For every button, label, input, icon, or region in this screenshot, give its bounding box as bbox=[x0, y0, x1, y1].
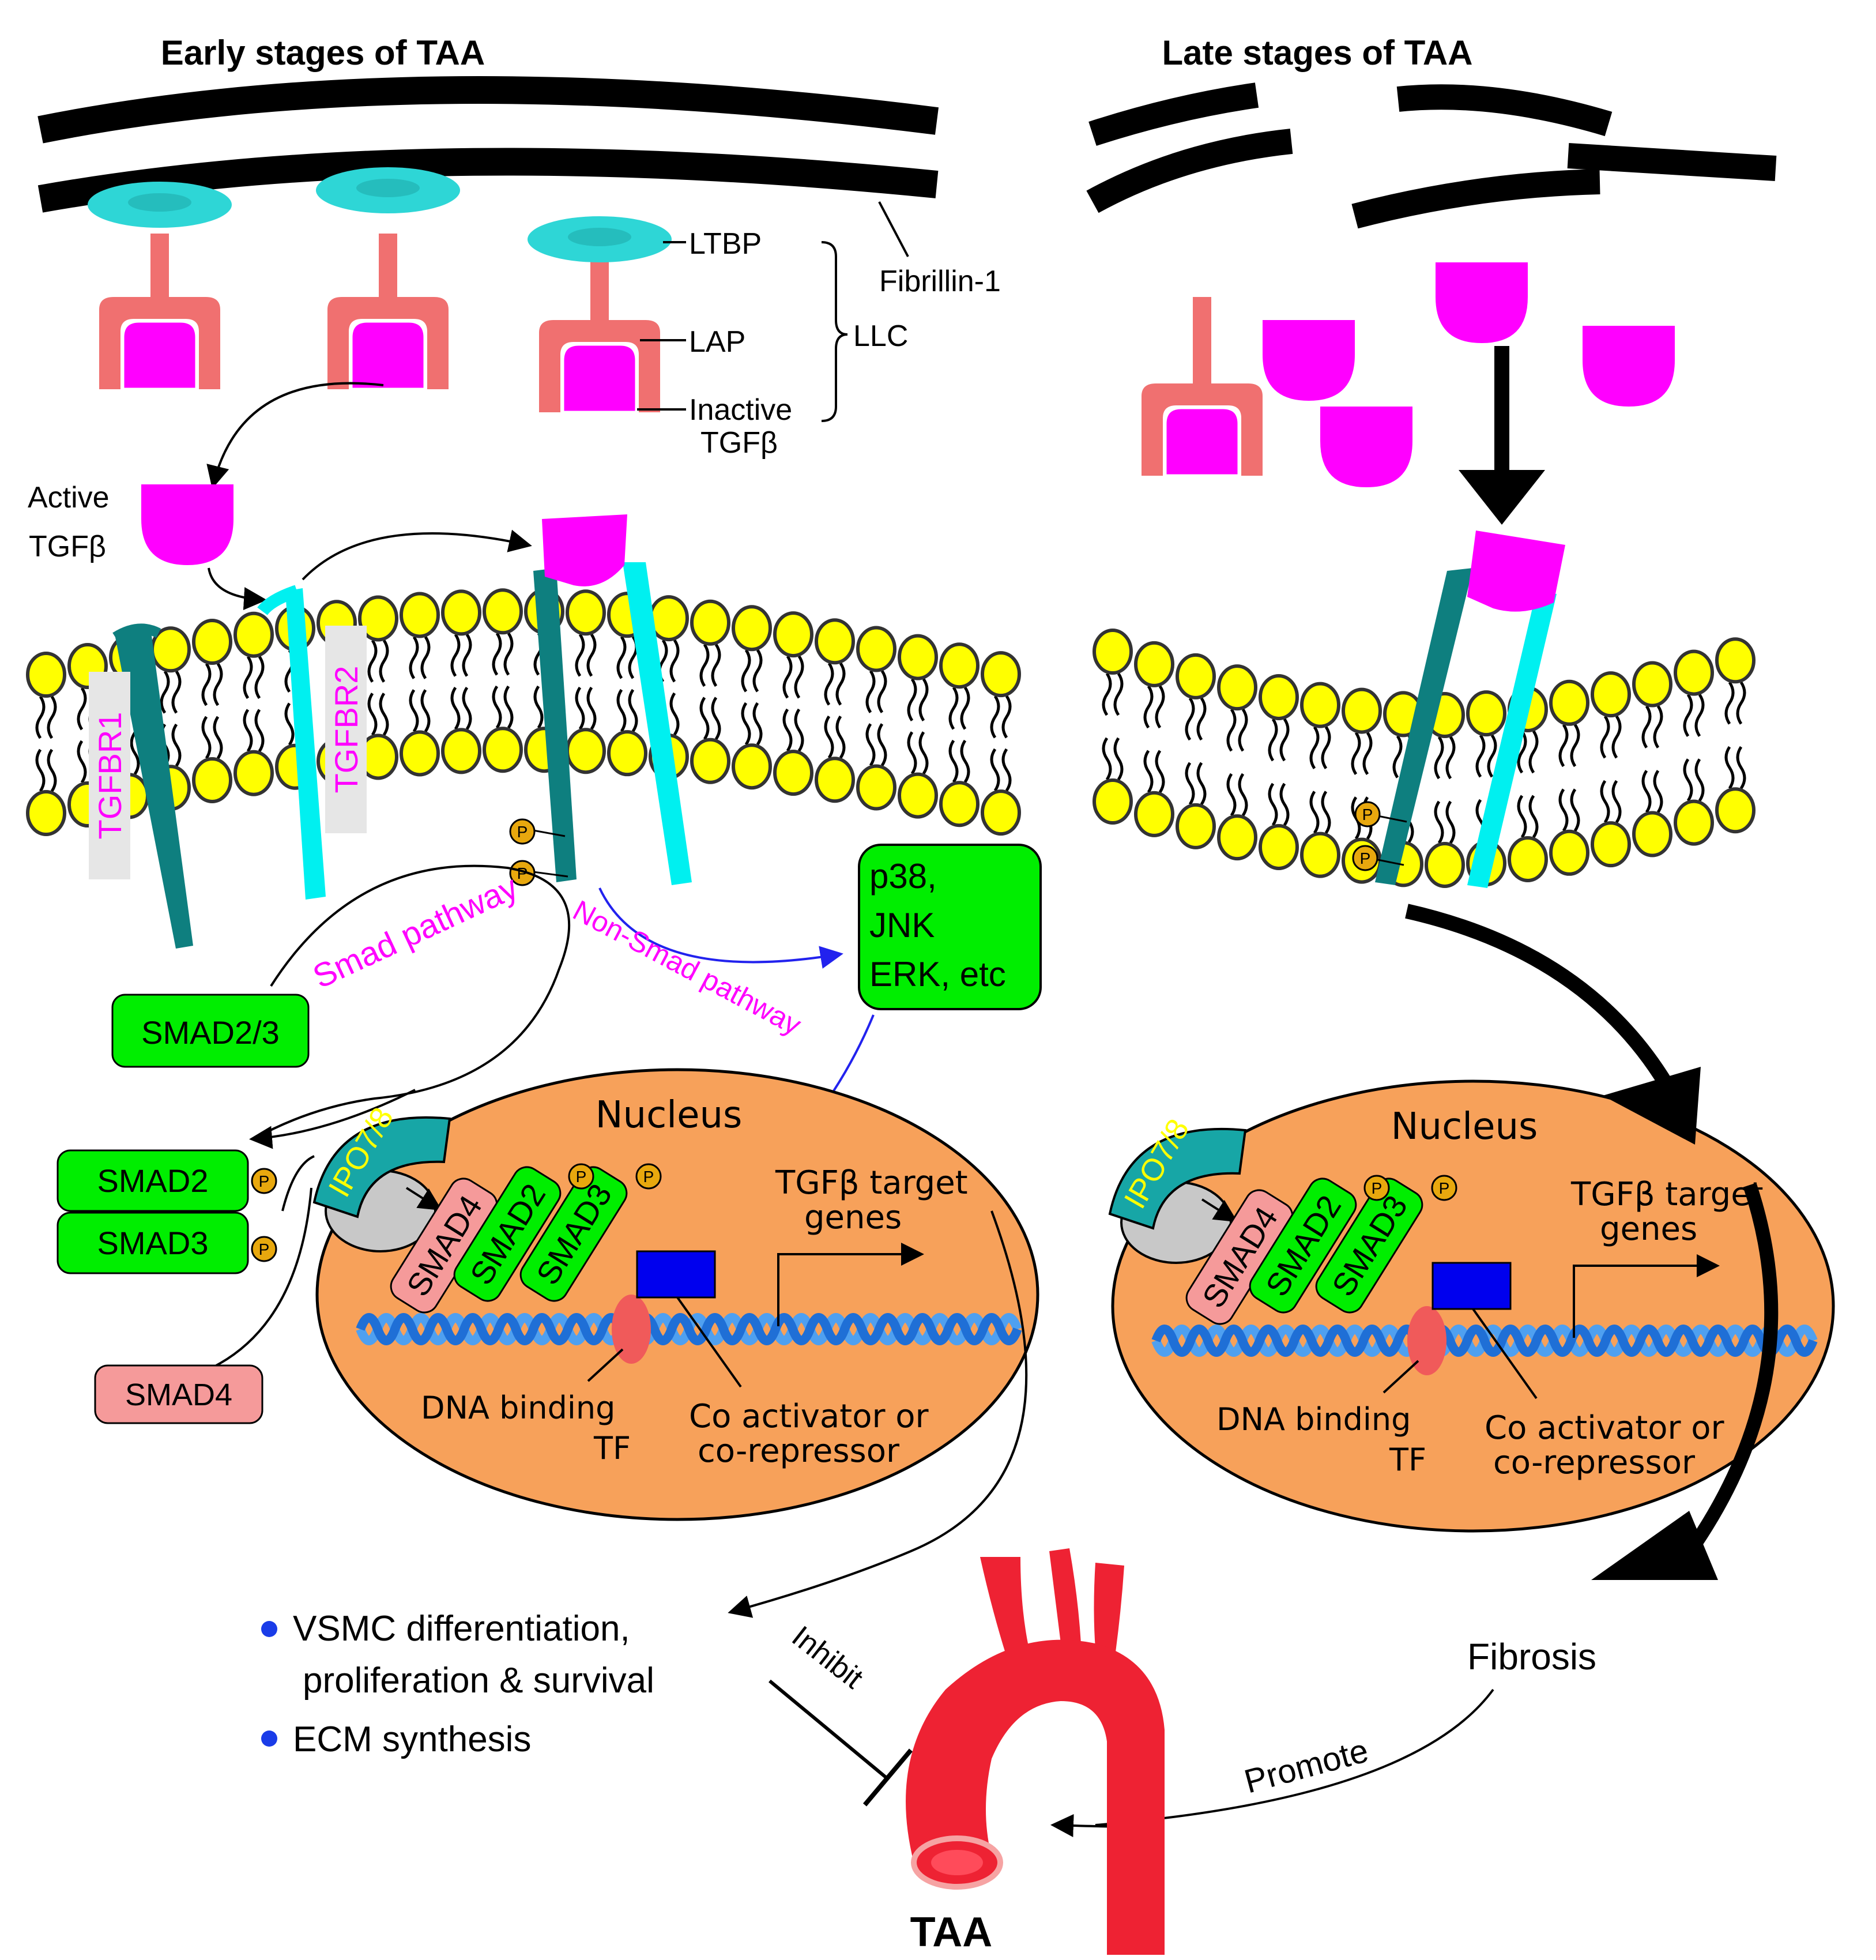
smad2-box bbox=[56, 1149, 249, 1212]
svg-text:genes: genes bbox=[804, 1199, 902, 1236]
fibrosis-label: Fibrosis bbox=[1467, 1636, 1596, 1677]
free-tgfb-2 bbox=[1320, 407, 1412, 487]
active-tgfb-label-1: Active bbox=[28, 481, 110, 514]
lap-label: LAP bbox=[689, 325, 745, 359]
llc-brace bbox=[821, 241, 848, 422]
tgfbr1-early bbox=[112, 623, 193, 949]
kinase-p38: p38, bbox=[869, 857, 937, 896]
svg-text:co-repressor: co-repressor bbox=[1493, 1444, 1696, 1481]
svg-text:Co activator or: Co activator or bbox=[689, 1398, 929, 1435]
smad4-cyto-label: SMAD4 bbox=[125, 1378, 232, 1412]
fibrillin-label: Fibrillin-1 bbox=[879, 265, 1001, 298]
fibrillin-fibers-late bbox=[1086, 82, 1777, 229]
smad3-label: SMAD3 bbox=[97, 1225, 209, 1261]
tgfb-to-receptor-arrow bbox=[208, 567, 267, 611]
receptor-complex-arrow bbox=[302, 529, 532, 581]
taa-label: TAA bbox=[910, 1909, 993, 1955]
late-activation-arrow bbox=[1459, 346, 1545, 525]
svg-text:DNA binding: DNA binding bbox=[1216, 1401, 1411, 1438]
smad23-label: SMAD2/3 bbox=[141, 1014, 280, 1051]
svg-text:Nucleus: Nucleus bbox=[1391, 1105, 1538, 1148]
tgfbr2-early bbox=[257, 585, 326, 900]
nucleus-to-fibrosis-arrow bbox=[1591, 1183, 1779, 1580]
tgfbr2-label: TGFBR2 bbox=[328, 666, 364, 793]
svg-text:TGFβ target: TGFβ target bbox=[775, 1164, 968, 1202]
smad2-label: SMAD2 bbox=[97, 1163, 209, 1199]
bullet-2 bbox=[261, 1730, 277, 1747]
llc-complex-3 bbox=[528, 216, 672, 412]
kinase-jnk: JNK bbox=[869, 906, 935, 945]
free-tgfb-3 bbox=[1436, 262, 1528, 343]
svg-text:Co activator or: Co activator or bbox=[1485, 1409, 1725, 1447]
target-genes-to-outcomes-arrow bbox=[728, 1210, 1028, 1618]
smad4-cyto-box bbox=[94, 1364, 263, 1424]
kinases-box bbox=[858, 844, 1042, 1010]
svg-text:TF: TF bbox=[1389, 1442, 1426, 1478]
smad23-box bbox=[111, 994, 310, 1068]
inactive-tgfb-label-2: TGFβ bbox=[700, 426, 778, 460]
svg-text:TF: TF bbox=[593, 1430, 631, 1466]
receptor-complex-late bbox=[1375, 531, 1565, 888]
inhibit-label: Inhibit bbox=[786, 1620, 869, 1695]
inactive-tgfb-label-1: Inactive bbox=[689, 393, 792, 427]
heading-late: Late stages of TAA bbox=[1162, 33, 1473, 72]
svg-text:TGFβ target: TGFβ target bbox=[1570, 1176, 1764, 1213]
svg-text:Nucleus: Nucleus bbox=[596, 1094, 743, 1137]
cell-membrane-early bbox=[26, 588, 1021, 836]
smad3-box bbox=[56, 1212, 249, 1274]
outcome-1: VSMC differentiation, bbox=[293, 1609, 630, 1649]
active-tgfb-label-2: TGFβ bbox=[29, 530, 106, 563]
inhibit-symbol bbox=[769, 1679, 913, 1807]
active-tgfb bbox=[141, 484, 233, 565]
promote-label: Promote bbox=[1241, 1732, 1373, 1801]
receptor-phosphates-late bbox=[1352, 801, 1407, 871]
svg-text:DNA binding: DNA binding bbox=[421, 1390, 615, 1426]
smad-pathway-loop bbox=[253, 864, 571, 1140]
receptor-complex-early bbox=[533, 514, 692, 885]
cell-membrane-late bbox=[1093, 629, 1756, 888]
bullet-1 bbox=[261, 1621, 277, 1637]
late-to-nucleus-arrow bbox=[1405, 904, 1701, 1145]
smad3-phosphate bbox=[251, 1236, 277, 1262]
smad-to-nucleus-arrow bbox=[249, 1089, 416, 1149]
heading-early: Early stages of TAA bbox=[161, 33, 485, 72]
tgfbr2-label-box: TGFBR2 bbox=[325, 626, 367, 833]
smad-pathway-label: Smad pathway bbox=[307, 868, 523, 996]
non-smad-arrow bbox=[598, 887, 843, 969]
kinase-erk: ERK, etc bbox=[869, 955, 1006, 994]
free-tgfb-4 bbox=[1583, 326, 1675, 407]
smad4-connector bbox=[216, 1187, 312, 1367]
aorta-illustration bbox=[906, 1548, 1165, 1955]
llc-complex-1 bbox=[88, 182, 232, 389]
llc-label: LLC bbox=[853, 319, 908, 353]
smad23-connector bbox=[281, 1155, 315, 1212]
ltbp-label: LTBP bbox=[689, 227, 762, 261]
free-tgfb-1 bbox=[1263, 320, 1355, 401]
svg-text:co-repressor: co-repressor bbox=[698, 1432, 900, 1470]
llc-labels: LTBP LAP Inactive TGFβ LLC Fibrillin-1 bbox=[637, 201, 1001, 460]
smad2-phosphate bbox=[251, 1168, 277, 1194]
receptor-phosphates-early: P bbox=[509, 818, 568, 886]
activation-arrow bbox=[206, 382, 384, 489]
llc-complex-2 bbox=[316, 167, 460, 389]
svg-text:genes: genes bbox=[1600, 1210, 1697, 1248]
llc-complex-late bbox=[1142, 297, 1263, 476]
tgfbr1-label: TGFBR1 bbox=[92, 712, 128, 840]
non-smad-pathway-label: Non-Smad pathway bbox=[568, 894, 807, 1041]
outcome-3: ECM synthesis bbox=[293, 1720, 531, 1759]
tgfbr1-label-box: TGFBR1 bbox=[89, 672, 130, 879]
outcome-2: proliferation & survival bbox=[303, 1661, 654, 1701]
